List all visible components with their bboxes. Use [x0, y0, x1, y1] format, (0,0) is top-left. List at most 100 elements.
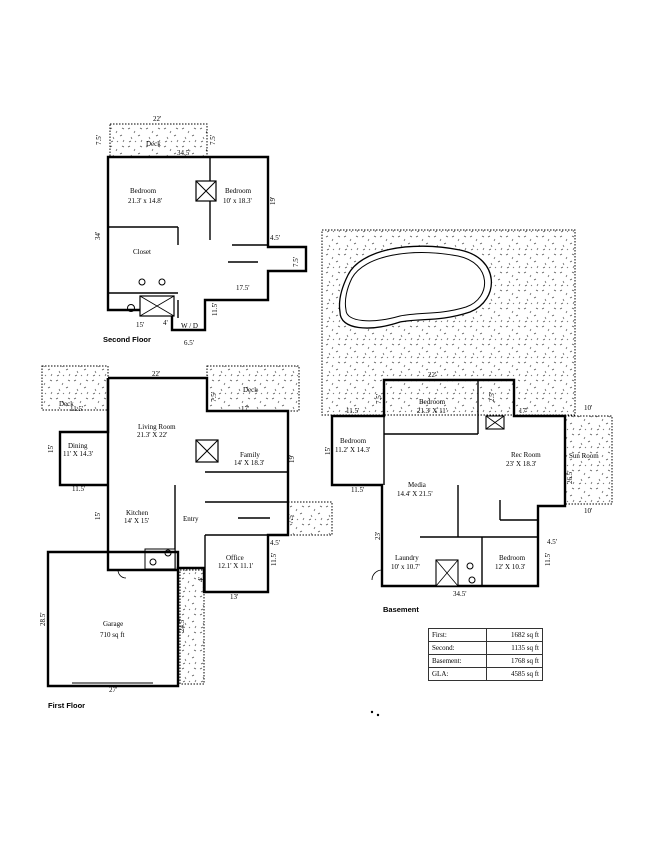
area-summary-table: First: 1682 sq ft Second: 1135 sq ft Bas… [427, 628, 543, 681]
room-name: Sun Room [569, 452, 599, 460]
room-name: Deck [243, 386, 258, 394]
dimension-label: 17.5' [236, 284, 250, 292]
room-size: 21.3' x 14.8' [128, 197, 162, 205]
room-name: Office [226, 554, 244, 562]
dimension-label: 7.5' [95, 135, 103, 145]
area-label: GLA: [427, 667, 488, 681]
garage-walls [46, 550, 180, 688]
walkway [179, 569, 205, 685]
table-row: Basement: 1768 sq ft [427, 654, 543, 668]
dimension-label: 23' [374, 532, 382, 540]
door-swing [117, 569, 127, 579]
dimension-label: 11.5' [351, 486, 364, 494]
dimension-label: 6.5' [184, 339, 194, 347]
dimension-label: 15' [324, 447, 332, 455]
pool-outline [338, 245, 493, 329]
room-name: Bedroom [340, 437, 367, 445]
floor-caption: Second Floor [103, 335, 151, 344]
table-row: Second: 1135 sq ft [427, 641, 543, 655]
dimension-label: 26.5' [566, 470, 574, 484]
dimension-label: 19' [288, 455, 296, 463]
dimension-label: 2.5' [488, 392, 496, 402]
basement-plan: Bedroom 21.3' X 11' Bedroom 11.2' X 14.3… [321, 229, 613, 614]
room-name: Deck [59, 400, 74, 408]
room-name: Entry [183, 515, 199, 523]
area-value: 4585 sq ft [486, 667, 543, 681]
room-name: Laundry [395, 554, 419, 562]
floor-caption: First Floor [48, 701, 85, 710]
dimension-label: 11.5' [544, 553, 552, 566]
sink-icon [158, 278, 166, 286]
sink-icon [466, 562, 474, 570]
second-deck [109, 123, 208, 158]
room-name: Media [408, 481, 427, 489]
second-floor-plan: Bedroom 21.3' x 14.8' Bedroom 10' x 18.3… [94, 115, 308, 347]
area-value: 1768 sq ft [486, 654, 543, 668]
room-size: 14' X 18.3' [234, 459, 264, 467]
table-row: GLA: 4585 sq ft [427, 667, 543, 681]
room-size: 11' X 14.3' [63, 450, 93, 458]
dimension-label: 4.5' [270, 234, 280, 242]
dimension-label: 11.5' [211, 303, 219, 316]
dimension-label: 4.5' [547, 538, 557, 546]
room-name: Bedroom [225, 187, 252, 195]
room-size: 12.1' X 11.1' [218, 562, 253, 570]
area-label: First: [427, 628, 488, 642]
dimension-label: 7.5' [292, 257, 300, 267]
dimension-label: 11.5' [270, 553, 278, 566]
dimension-label: 22' [152, 370, 160, 378]
toilet-icon [127, 304, 135, 312]
sink-icon [138, 278, 146, 286]
dimension-label: 11.5' [70, 405, 83, 413]
room-name: Dining [68, 442, 88, 450]
area-value: 1135 sq ft [486, 641, 543, 655]
room-size: 14.4' X 21.5' [397, 490, 433, 498]
dimension-label: 27' [109, 686, 117, 694]
room-name: Bedroom [499, 554, 526, 562]
dimension-label: 22' [428, 371, 436, 379]
dimension-label: 34' [94, 232, 102, 240]
dimension-label: 4' [197, 577, 205, 582]
room-name: Living Room [138, 423, 176, 431]
room-name: Kitchen [126, 509, 149, 517]
room-size: 21.3' X 22' [137, 431, 167, 439]
room-name: Deck [146, 140, 161, 148]
area-label: Second: [427, 641, 488, 655]
room-name: Rec Room [511, 451, 541, 459]
speck [376, 713, 380, 717]
room-size: 710 sq ft [100, 631, 125, 639]
dimension-label: 11.5' [346, 407, 359, 415]
area-value: 1682 sq ft [486, 628, 543, 642]
dimension-label: 34.5' [453, 590, 467, 598]
door-swing [371, 569, 383, 581]
first-floor-plan: Deck Deck Living Room 21.3' X 22' Dining… [39, 365, 333, 710]
dimension-label: 15' [94, 512, 102, 520]
half-bath-fixtures [144, 548, 176, 570]
dimension-label: 10' [584, 507, 592, 515]
room-size: 23' X 18.3' [506, 460, 536, 468]
room-size: 10' x 18.3' [223, 197, 252, 205]
dimension-label: 22' [153, 115, 161, 123]
room-name: Family [240, 451, 260, 459]
speck [370, 710, 374, 714]
room-name: Bedroom [419, 398, 446, 406]
dimension-label: 15' [47, 445, 55, 453]
dimension-label: 15' [136, 321, 144, 329]
room-name: Garage [103, 620, 123, 628]
dimension-label: 4' [163, 319, 168, 327]
table-row: First: 1682 sq ft [427, 628, 543, 642]
room-name: Closet [133, 248, 151, 256]
dimension-label: 11.5' [72, 485, 85, 493]
dimension-label: 4.5' [270, 539, 280, 547]
room-name: W / D [181, 322, 198, 330]
room-size: 21.3' X 11' [417, 407, 447, 415]
toilet-icon [149, 558, 157, 566]
dimension-label: 13' [230, 593, 238, 601]
pool-inner [344, 252, 485, 322]
entry-stoop [287, 501, 333, 536]
dimension-label: 19' [269, 197, 277, 205]
dimension-label: 28.5' [39, 612, 47, 626]
dimension-label: 7.5' [287, 514, 295, 524]
room-name: Bedroom [130, 187, 157, 195]
